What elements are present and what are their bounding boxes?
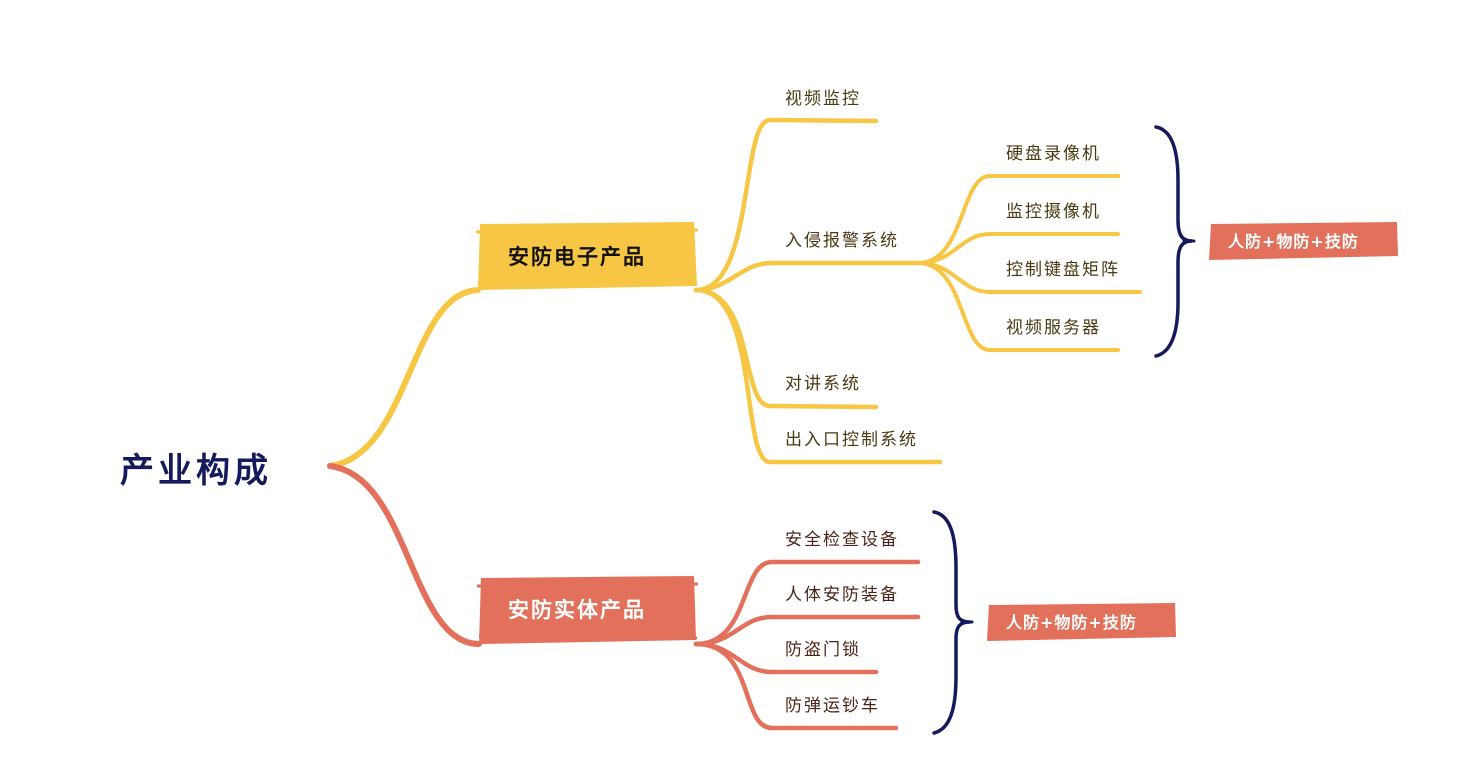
- link-alarm-server: [916, 261, 1120, 352]
- link-electronic-access: [693, 287, 943, 465]
- leaf-video-server[interactable]: 视频服务器: [1006, 318, 1101, 338]
- subtopic-access-control[interactable]: 出入口控制系统: [785, 430, 918, 450]
- link-alarm-camera: [916, 232, 1120, 265]
- main-topic-bg-physical: [479, 576, 696, 644]
- subtopic-body-protection[interactable]: 人体安防装备: [785, 585, 899, 605]
- link-electronic-video: [693, 117, 879, 293]
- summary-tag-electronic[interactable]: 人防+物防+技防: [1209, 222, 1398, 260]
- summary-tag-text-electronic: 人防+物防+技防: [1228, 232, 1359, 251]
- summary-brace-electronic: [1154, 125, 1193, 358]
- link-alarm-dvr: [916, 174, 1120, 265]
- main-topic-bg-electronic: [478, 222, 697, 290]
- summary-tag-bg-electronic: [1209, 222, 1398, 260]
- root-topic[interactable]: 产业构成: [120, 451, 272, 491]
- summary-brace-physical: [932, 510, 971, 735]
- leaf-dvr[interactable]: 硬盘录像机: [1006, 144, 1101, 164]
- branch-physical[interactable]: 安防实体产品: [476, 576, 699, 644]
- link-physical-vehicle: [693, 641, 899, 731]
- link-root-electronic: [327, 287, 481, 469]
- main-topic-physical[interactable]: 安防实体产品: [508, 598, 646, 622]
- leaf-camera[interactable]: 监控摄像机: [1006, 202, 1101, 222]
- summary-tag-bg-physical: [987, 603, 1176, 641]
- summary-tag-physical[interactable]: 人防+物防+技防: [987, 603, 1176, 641]
- link-root-physical: [327, 463, 482, 647]
- subtopic-intercom[interactable]: 对讲系统: [785, 374, 861, 394]
- main-topic-electronic[interactable]: 安防电子产品: [508, 245, 646, 269]
- connector-layer: [327, 117, 1196, 731]
- main-topic-bg-stroke-electronic: [475, 228, 699, 234]
- link-electronic-alarm: [693, 260, 921, 293]
- main-topic-bg-stroke-physical-2: [478, 634, 698, 640]
- branch-electronic[interactable]: 安防电子产品: [475, 222, 699, 290]
- main-topic-bg-stroke-physical: [476, 582, 699, 588]
- subtopic-security-inspection[interactable]: 安全检查设备: [785, 530, 899, 550]
- leaf-keyboard-matrix[interactable]: 控制键盘矩阵: [1006, 260, 1120, 280]
- summary-tag-text-physical: 人防+物防+技防: [1006, 613, 1137, 632]
- subtopic-armored-vehicle[interactable]: 防弹运钞车: [785, 696, 880, 716]
- subtopic-anti-theft-lock[interactable]: 防盗门锁: [785, 640, 861, 660]
- subtopic-intrusion-alarm[interactable]: 入侵报警系统: [785, 231, 899, 251]
- main-topic-bg-stroke-electronic-2: [477, 280, 697, 286]
- subtopic-video-surveillance[interactable]: 视频监控: [785, 89, 861, 109]
